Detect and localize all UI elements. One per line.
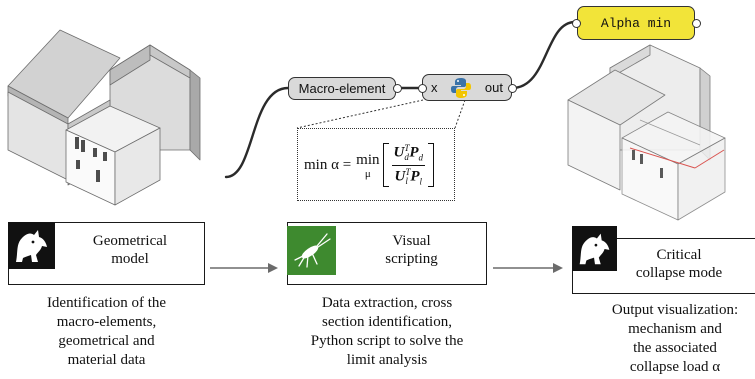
alpha-min-node[interactable]: Alpha min (577, 6, 695, 40)
macro-element-label: Macro-element (298, 81, 386, 96)
building-model-right (567, 44, 726, 221)
rhino-icon-2 (572, 226, 617, 271)
step-geometrical-model-desc: Identification of the macro-elements, ge… (46, 295, 167, 368)
formula-lhs: min α = (304, 156, 352, 173)
building-model-left (7, 29, 201, 206)
python-input-port[interactable] (418, 84, 427, 93)
macro-element-output-port[interactable] (393, 84, 402, 93)
python-output-label: out (484, 80, 503, 95)
step-visual-scripting-title: Visual scripting (385, 233, 438, 267)
formula-callout-lines (296, 99, 466, 129)
flow-arrows (210, 263, 563, 273)
grasshopper-icon (287, 226, 336, 275)
rhino-icon (8, 222, 55, 269)
python-node[interactable]: x out (422, 74, 512, 101)
step-critical-collapse-desc: Output visualization: mechanism and the … (611, 302, 739, 375)
formula-min-operator: min μ (356, 151, 380, 180)
python-icon (449, 76, 473, 100)
step-critical-collapse-title: Critical collapse mode (635, 247, 723, 281)
alpha-min-input-port[interactable] (572, 19, 581, 28)
python-input-label: x (431, 80, 438, 95)
alpha-min-label: Alpha min (600, 15, 672, 31)
step-visual-scripting-desc: Data extraction, cross section identific… (310, 295, 464, 368)
macro-element-node[interactable]: Macro-element (288, 77, 396, 100)
formula-bracket-right (428, 143, 435, 187)
alpha-min-output-port[interactable] (692, 19, 701, 28)
step-geometrical-model-title: Geometrical model (92, 233, 168, 267)
formula-bracket-left (382, 143, 389, 187)
python-output-port[interactable] (508, 84, 517, 93)
